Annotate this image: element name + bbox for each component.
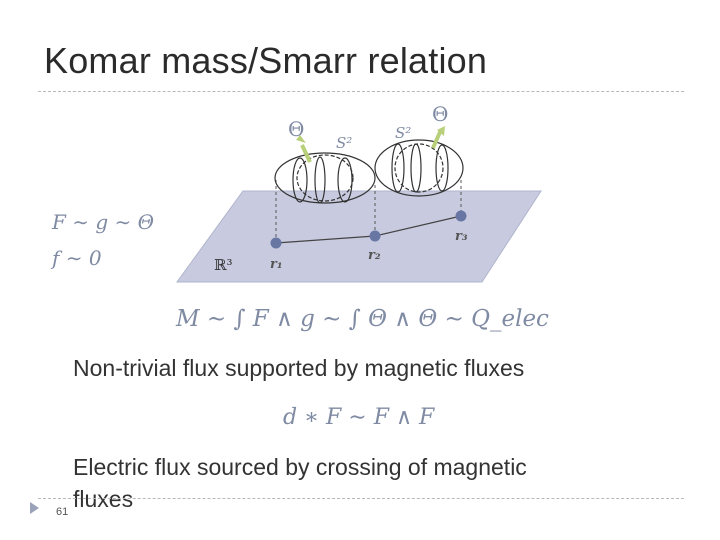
slide-title: Komar mass/Smarr relation bbox=[44, 40, 488, 81]
flux-arrow-1 bbox=[296, 135, 312, 163]
text-line-flux-support: Non-trivial flux supported by magnetic f… bbox=[73, 355, 525, 381]
flux-relation-equation: d ∗ F ∼ F ∧ F bbox=[283, 405, 435, 430]
mass-relation-equation: M ∼ ∫ F ∧ g ∼ ∫ Θ ∧ Θ ∼ Q_elec bbox=[176, 306, 549, 332]
point-label-r3: r₃ bbox=[455, 229, 468, 244]
sphere-2 bbox=[374, 139, 464, 197]
text-line-electric-flux-cont: fluxes bbox=[73, 486, 134, 512]
side-equation-fgtheta: F ∼ g ∼ Θ bbox=[52, 210, 155, 234]
point-r3 bbox=[455, 210, 467, 222]
flux-label-2: Θ bbox=[432, 102, 448, 126]
point-label-r1: r₁ bbox=[270, 257, 283, 272]
point-r2 bbox=[369, 230, 381, 242]
sphere-label-1: S² bbox=[336, 134, 352, 152]
side-equation-f-zero: f ∼ 0 bbox=[52, 246, 102, 270]
footer-arrow-icon bbox=[30, 502, 39, 514]
sphere-label-2: S² bbox=[395, 124, 411, 142]
title-divider bbox=[38, 91, 684, 92]
flux-label-1: Θ bbox=[288, 117, 304, 141]
point-r1 bbox=[270, 237, 282, 249]
plane-label: ℝ³ bbox=[214, 256, 232, 274]
page-number: 61 bbox=[56, 506, 69, 518]
point-label-r2: r₂ bbox=[368, 248, 381, 263]
sphere-1 bbox=[274, 152, 376, 204]
text-line-electric-flux: Electric flux sourced by crossing of mag… bbox=[73, 454, 527, 480]
footer-divider bbox=[38, 498, 684, 499]
flux-arrow-2 bbox=[431, 126, 445, 149]
